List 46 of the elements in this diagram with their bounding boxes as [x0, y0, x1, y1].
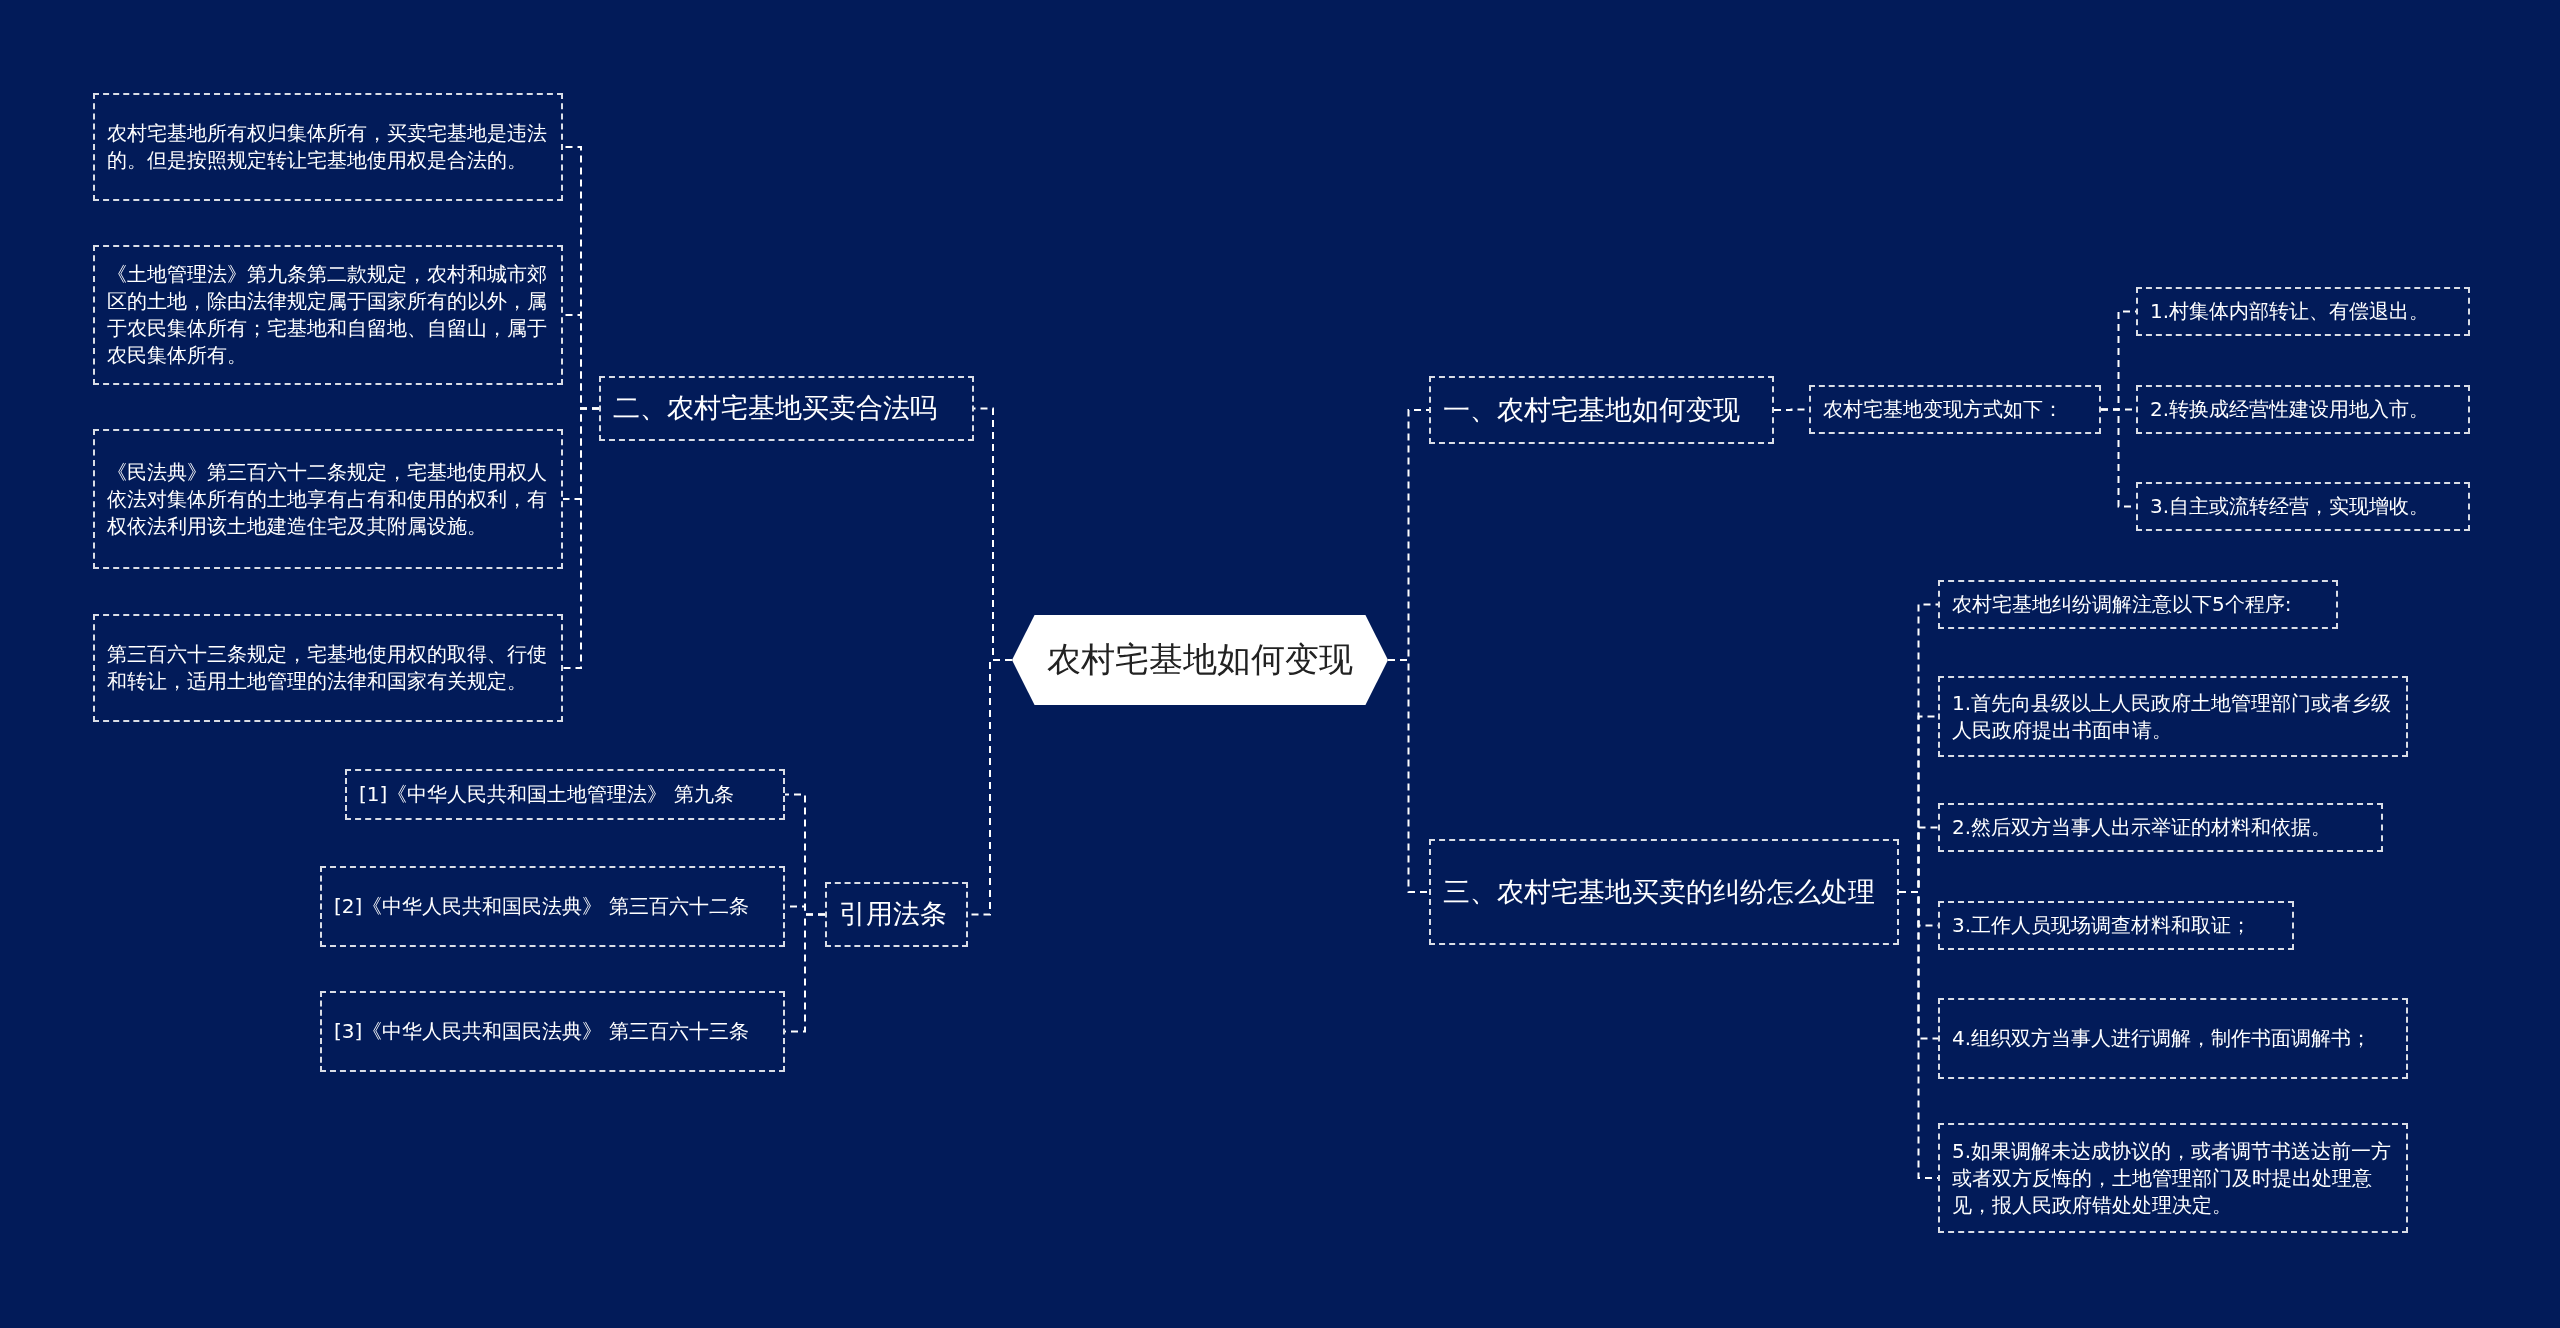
topic-box	[2136, 385, 2470, 434]
topic-box	[1938, 901, 2294, 950]
topic-box	[1938, 998, 2408, 1079]
topic-text: 三、农村宅基地买卖的纠纷怎么处理	[1443, 874, 1875, 909]
topic-text: 4.组织双方当事人进行调解，制作书面调解书；	[1952, 1025, 2372, 1052]
topic-text: 3.工作人员现场调查材料和取证；	[1952, 912, 2252, 939]
topic-box	[320, 991, 785, 1072]
topic-text: 一、农村宅基地如何变现	[1443, 392, 1740, 427]
topic-box	[1938, 580, 2338, 629]
topic-box	[93, 614, 563, 722]
topic-text: 农村宅基地所有权归集体所有，买卖宅基地是违法的。但是按照规定转让宅基地使用权是合法的。	[107, 120, 548, 174]
topic-text: 《土地管理法》第九条第二款规定，农村和城市郊区的土地，除由法律规定属于国家所有的以外，属于农民集体所有；宅基地和自留地、自留山，属于农民集体所有。	[107, 261, 548, 369]
topic-box	[2136, 287, 2470, 336]
topic-box	[93, 429, 563, 569]
topic-text: 1.首先向县级以上人民政府土地管理部门或者乡级人民政府提出书面申请。	[1952, 689, 2393, 744]
topic-box	[1938, 1123, 2408, 1233]
topic-box	[1938, 803, 2383, 852]
topic-box	[825, 882, 968, 947]
topic-box	[93, 245, 563, 385]
central-topic	[1012, 615, 1388, 705]
topic-text: 农村宅基地纠纷调解注意以下5个程序:	[1952, 591, 2292, 618]
topic-text: 2.然后双方当事人出示举证的材料和依据。	[1952, 814, 2332, 841]
topic-text: [2]《中华人民共和国民法典》 第三百六十二条	[334, 893, 749, 920]
topic-text: 引用法条	[839, 897, 947, 932]
topic-box	[1429, 839, 1899, 945]
topic-text: 农村宅基地如何变现	[1047, 638, 1353, 682]
topic-box	[1938, 676, 2408, 757]
topic-text: 2.转换成经营性建设用地入市。	[2150, 396, 2430, 423]
topic-text: 3.自主或流转经营，实现增收。	[2150, 493, 2430, 520]
topic-text: 农村宅基地变现方式如下：	[1823, 396, 2063, 423]
topic-text: 二、农村宅基地买卖合法吗	[613, 391, 937, 426]
topic-text: 《民法典》第三百六十二条规定，宅基地使用权人依法对集体所有的土地享有占有和使用的权利，有权依法利用该土地建造住宅及其附属设施。	[107, 458, 548, 540]
topic-box	[599, 376, 974, 441]
topic-box	[320, 866, 785, 947]
topic-box	[1429, 376, 1774, 444]
topic-text: 1.村集体内部转让、有偿退出。	[2150, 298, 2430, 325]
topic-text: 5.如果调解未达成协议的，或者调节书送达前一方或者双方反悔的，土地管理部门及时提出处理意见，报人民政府错处处理决定。	[1952, 1137, 2393, 1219]
topic-box	[93, 93, 563, 201]
connector-line	[562, 407, 600, 669]
topic-box	[345, 769, 785, 820]
topic-text: [3]《中华人民共和国民法典》 第三百六十三条	[334, 1018, 749, 1045]
topic-box	[1809, 385, 2101, 434]
topic-text: [1]《中华人民共和国土地管理法》 第九条	[359, 781, 734, 808]
topic-box	[2136, 482, 2470, 531]
topic-text: 第三百六十三条规定，宅基地使用权的取得、行使和转让，适用土地管理的法律和国家有关规定。	[107, 641, 548, 695]
connector-line	[1387, 659, 1430, 893]
